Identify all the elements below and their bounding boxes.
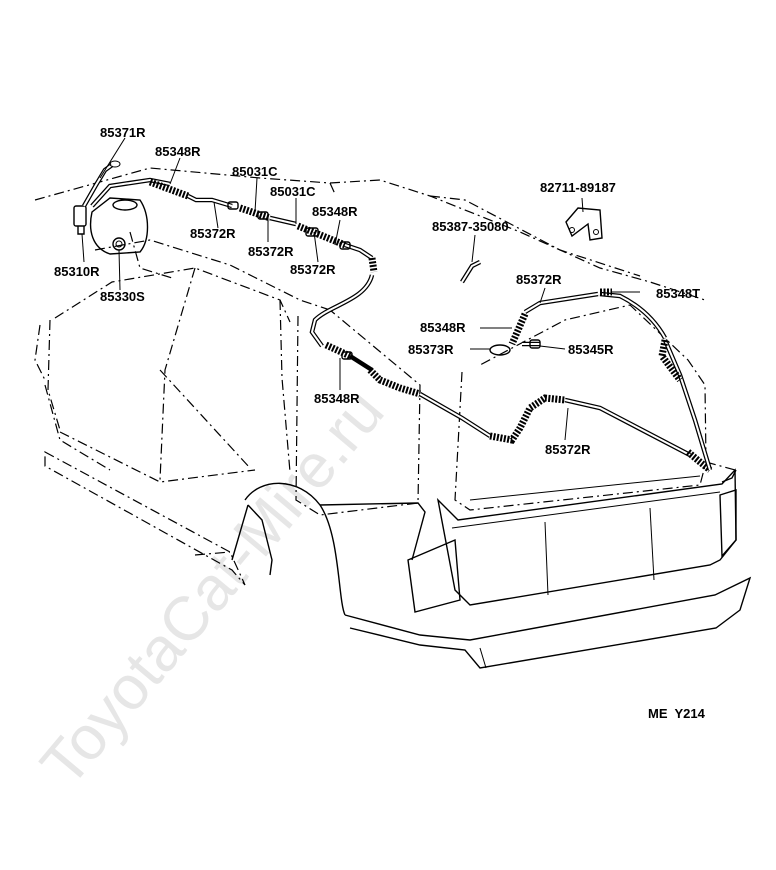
watermark: ToyotaCat-Mire.ru <box>28 377 398 799</box>
clamps <box>227 201 541 360</box>
diagram-code: ME Y214 <box>648 706 706 721</box>
washer-hose-main <box>82 160 713 473</box>
label-85387-35080: 85387-35080 <box>432 219 509 234</box>
label-85372R-b: 85372R <box>248 244 294 259</box>
label-85348T: 85348T <box>656 286 700 301</box>
bracket-hole <box>569 227 575 233</box>
vehicle-body <box>34 167 752 669</box>
label-85348R-c: 85348R <box>314 391 360 406</box>
label-85373R: 85373R <box>408 342 454 357</box>
label-85372R-c: 85372R <box>290 262 336 277</box>
bracket <box>565 207 603 241</box>
label-85372R-d: 85372R <box>516 272 562 287</box>
bracket-hole <box>593 229 599 235</box>
label-85345R: 85345R <box>568 342 614 357</box>
label-85310R: 85310R <box>54 264 100 279</box>
label-82711-89187: 82711-89187 <box>540 180 616 195</box>
label-85031C-b: 85031C <box>270 184 316 199</box>
label-85348R-a: 85348R <box>155 144 201 159</box>
label-85372R-a: 85372R <box>190 226 236 241</box>
label-85031C-a: 85031C <box>232 164 278 179</box>
part-labels: 85371R 85348R 85031C 85031C 85348R 85372… <box>54 125 700 457</box>
label-85371R: 85371R <box>100 125 146 140</box>
label-85330S: 85330S <box>100 289 145 304</box>
label-85372R-e: 85372R <box>545 442 591 457</box>
label-85348R-b: 85348R <box>312 204 358 219</box>
leader-lines <box>81 137 640 441</box>
label-85348R-d: 85348R <box>420 320 466 335</box>
